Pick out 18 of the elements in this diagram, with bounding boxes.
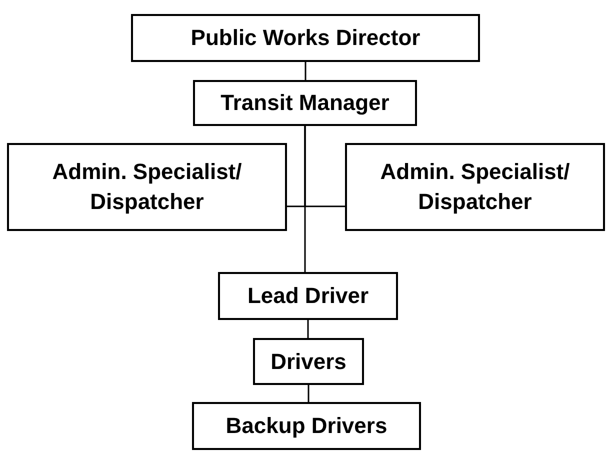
org-box — [192, 402, 421, 450]
org-box — [253, 338, 364, 385]
role-title: Drivers — [270, 348, 346, 376]
role-title: Admin. Specialist/ Dispatcher — [379, 158, 571, 216]
org-box — [131, 14, 480, 62]
connector-line — [307, 320, 309, 338]
connector-line — [304, 62, 306, 80]
connector-line — [308, 385, 310, 402]
role-title: Public Works Director — [190, 24, 420, 52]
org-box — [7, 143, 287, 231]
role-title: Transit Manager — [220, 89, 390, 118]
role-title: Admin. Specialist/ Dispatcher — [51, 158, 243, 216]
connector-line — [304, 126, 306, 272]
role-title: Lead Driver — [247, 282, 369, 310]
org-box — [218, 272, 398, 320]
org-box — [193, 80, 417, 126]
org-box — [345, 143, 605, 231]
role-title: Backup Drivers — [226, 412, 388, 440]
